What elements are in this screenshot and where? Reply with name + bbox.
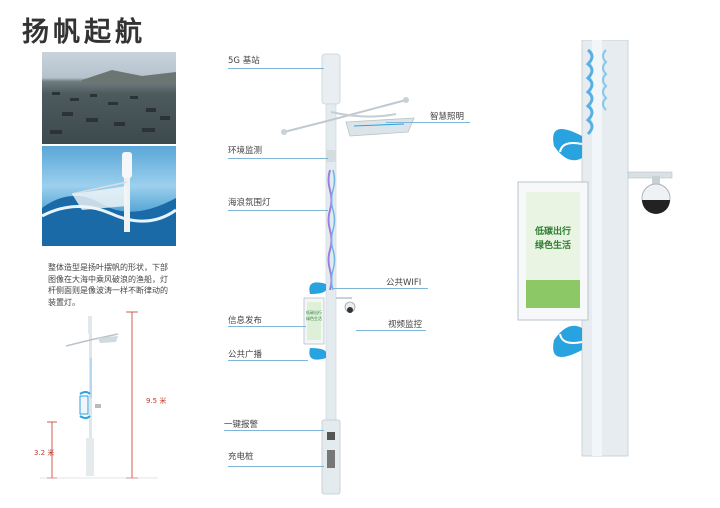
label-env: 环境监测 [228,146,263,156]
closeup-pole-drawing: 低碳出行 绿色生活 [517,40,673,457]
leader-broadcast [228,360,308,361]
leader-info [228,326,306,327]
label-smart-light: 智慧照明 [430,112,465,122]
label-info: 信息发布 [228,316,263,326]
page-title: 扬帆起航 [22,17,146,48]
fishing-boats-photo [42,52,176,144]
main-pole-drawing: 低碳出行 绿色生活 [281,53,415,495]
label-wave-light: 海浪氛围灯 [228,198,271,208]
leader-video [356,330,426,331]
leader-wave-light [228,210,328,211]
total-height-dimension: 9.5 米 [146,397,167,405]
label-broadcast: 公共广播 [228,350,263,360]
sail-pole-render-illustration [41,152,177,246]
leader-wifi [332,288,428,289]
screen-text-line2: 绿色生活 [535,239,571,251]
design-description: 整体造型是扬叶摆帆的形状，下部图像在大海中乘风破浪的渔船，灯杆侧面则是像波涛一样… [48,263,168,307]
leader-env [228,158,328,159]
screen-text-line1: 低碳出行 [534,225,571,237]
label-video: 视频监控 [388,320,423,330]
small-pole-drawing [40,311,158,479]
leader-5g [228,68,324,69]
leader-smart-light [386,122,470,123]
leader-charge [228,466,324,467]
label-wifi: 公共WIFI [386,278,422,288]
lower-height-dimension: 3.2 米 [34,449,55,457]
label-charge: 充电桩 [228,452,254,462]
fishing-boats-illustration [50,70,176,134]
leader-alarm [224,430,324,431]
sail-pole-render [41,146,177,246]
mini-screen-text-2: 绿色生活 [306,315,322,321]
label-5g: 5G 基站 [228,56,260,66]
mini-screen-text-1: 低碳出行 [306,309,322,315]
label-alarm: 一键报警 [224,420,259,430]
